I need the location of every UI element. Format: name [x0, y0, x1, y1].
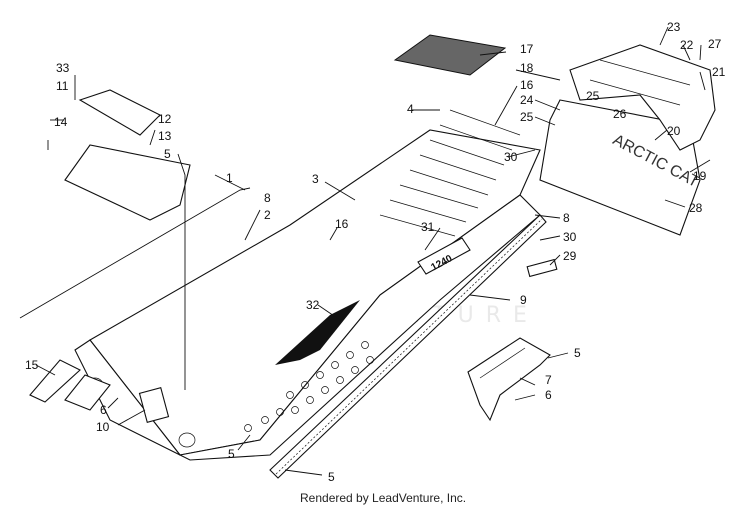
running-board-strip[interactable]	[269, 214, 547, 479]
label-21: 21	[712, 65, 726, 79]
label-33: 33	[56, 61, 70, 75]
label-1: 1	[226, 171, 233, 185]
label-24: 24	[520, 93, 534, 107]
label-2: 2	[264, 208, 271, 222]
foot-hold	[467, 337, 551, 422]
tunnel-assembly[interactable]: 1240	[74, 109, 541, 461]
label-32: 32	[306, 298, 320, 312]
label-16-mid: 16	[335, 217, 349, 231]
callout-labels: 33 11 12 13 14 5 1 8 2 3 16 4 17 18 16 2…	[25, 20, 726, 484]
label-19: 19	[693, 169, 707, 183]
deck-ribs	[379, 109, 521, 237]
cutaway-section	[275, 300, 360, 365]
label-5-right: 5	[574, 346, 581, 360]
label-5-lowest: 5	[328, 470, 335, 484]
label-25-right: 25	[586, 89, 600, 103]
rear-mat[interactable]	[393, 34, 507, 76]
foot-hold-bracket[interactable]	[467, 337, 551, 422]
label-4: 4	[407, 102, 414, 116]
label-30-top: 30	[504, 150, 518, 164]
label-23: 23	[667, 20, 681, 34]
label-8-left: 8	[264, 191, 271, 205]
label-6-right: 6	[545, 388, 552, 402]
rear-grab-bar[interactable]	[569, 44, 716, 151]
side-hole-pattern	[244, 341, 374, 432]
label-18: 18	[520, 61, 534, 75]
label-26: 26	[613, 107, 627, 121]
front-brace-15	[29, 359, 81, 403]
label-5-bottom: 5	[228, 447, 235, 461]
label-10: 10	[96, 420, 110, 434]
label-14: 14	[54, 115, 68, 129]
label-13: 13	[158, 129, 172, 143]
label-25-left: 25	[520, 110, 534, 124]
leader-1	[19, 187, 251, 319]
leader-lines	[35, 26, 711, 476]
label-3: 3	[312, 172, 319, 186]
heat-shield-12	[78, 89, 161, 136]
label-30-right: 30	[563, 230, 577, 244]
label-27: 27	[708, 37, 722, 51]
footer-credit: Rendered by LeadVenture, Inc.	[300, 491, 466, 505]
label-31: 31	[421, 220, 435, 234]
label-6-left: 6	[100, 403, 107, 417]
front-gusset	[64, 374, 111, 411]
heat-shield-13	[64, 144, 191, 221]
front-parts[interactable]	[29, 359, 170, 424]
plate-29[interactable]	[526, 258, 558, 278]
label-20: 20	[667, 124, 681, 138]
label-22: 22	[680, 38, 694, 52]
label-9: 9	[520, 293, 527, 307]
label-29: 29	[563, 249, 577, 263]
label-17: 17	[520, 42, 534, 56]
reinforcement-plate-10	[138, 386, 170, 424]
label-7: 7	[545, 373, 552, 387]
tunnel-hole-rear	[178, 432, 196, 448]
running-board	[269, 214, 547, 479]
label-15: 15	[25, 358, 39, 372]
label-8-right: 8	[563, 211, 570, 225]
label-16-top: 16	[520, 78, 534, 92]
top-bracket-assembly[interactable]	[64, 89, 191, 221]
label-12: 12	[158, 112, 172, 126]
grab-bar-frame	[569, 44, 716, 151]
label-28: 28	[689, 201, 703, 215]
rear-mat-pad	[393, 34, 507, 76]
label-5-top: 5	[164, 147, 171, 161]
label-11: 11	[56, 79, 69, 93]
